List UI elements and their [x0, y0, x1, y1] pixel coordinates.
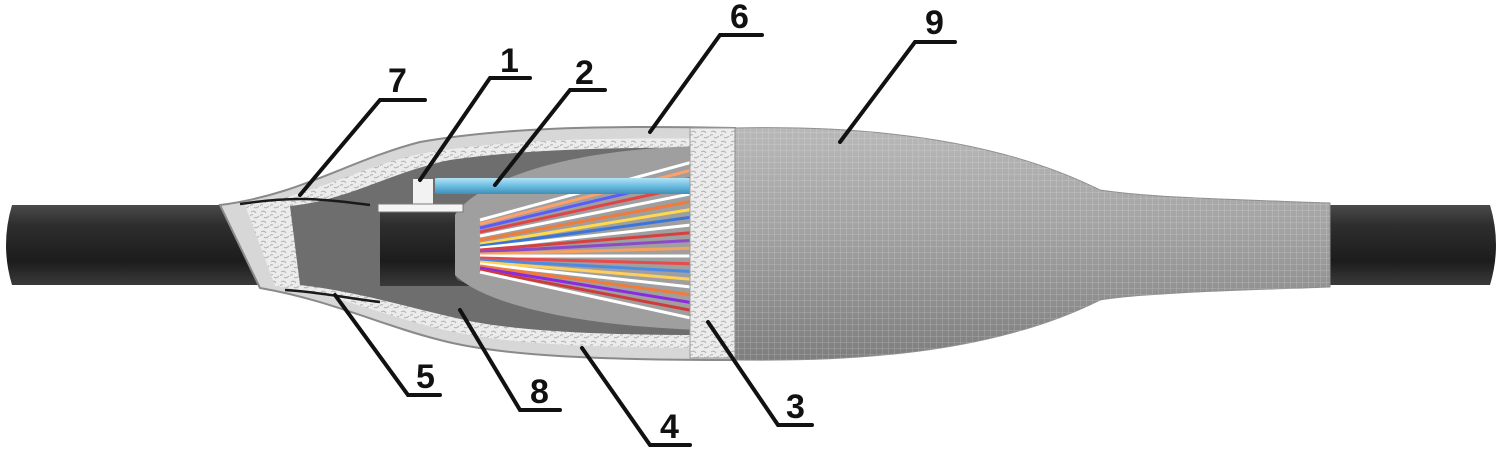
- leader-4: [580, 346, 692, 447]
- drain-wires: [239, 197, 381, 304]
- fiber-tube: [430, 178, 700, 194]
- callout-labels: 1 2 3 4 5 6 7 8 9: [388, 0, 944, 446]
- callout-3: 3: [786, 388, 805, 426]
- callout-2: 2: [575, 54, 594, 92]
- leader-lines: [298, 33, 957, 447]
- leader-3: [706, 320, 814, 427]
- callout-8: 8: [530, 373, 549, 411]
- right-cable: [1320, 205, 1496, 285]
- leader-1: [418, 76, 532, 182]
- heat-shrink-sleeve: [734, 127, 1331, 361]
- leader-2: [493, 88, 607, 187]
- foam-plug: [689, 127, 736, 359]
- callout-1: 1: [500, 42, 519, 80]
- leader-5: [333, 293, 442, 397]
- leader-9: [838, 40, 957, 144]
- callout-4: 4: [660, 408, 679, 446]
- leader-6: [648, 33, 764, 134]
- callout-9: 9: [925, 4, 944, 42]
- callout-7: 7: [388, 62, 407, 100]
- leader-8: [458, 308, 562, 412]
- leader-7: [298, 98, 427, 197]
- callout-6: 6: [730, 0, 749, 36]
- callout-5: 5: [416, 358, 435, 396]
